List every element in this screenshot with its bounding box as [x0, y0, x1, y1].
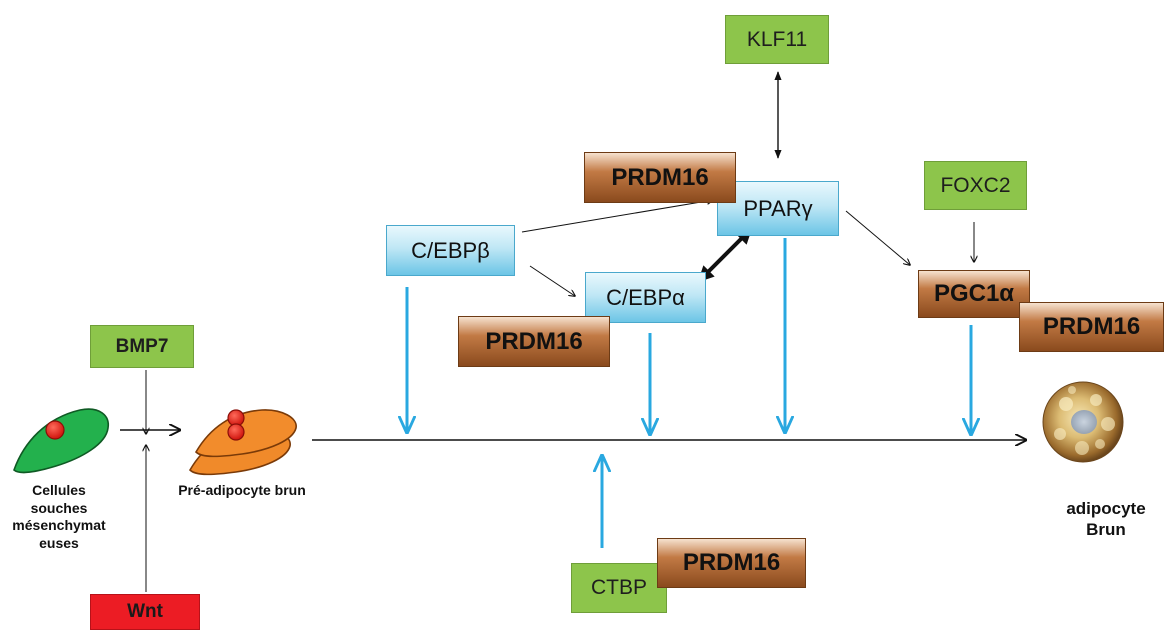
adipocyte-label: adipocyte Brun — [1066, 499, 1146, 540]
bmp7-box: BMP7 — [90, 325, 194, 368]
prdm16-label: PRDM16 — [1042, 313, 1141, 340]
cebpa-label: C/EBPα — [606, 284, 685, 310]
prdm16-box-ctbp: PRDM16 — [657, 538, 806, 588]
stem-cell-label: Cellules souches mésenchymat euses — [12, 482, 106, 551]
cebpa-pparg-arrow — [697, 227, 753, 283]
prdm16-label: PRDM16 — [485, 327, 583, 355]
cebpa-box: C/EBPα — [585, 272, 706, 323]
brown-adipocyte-icon — [1042, 381, 1124, 463]
prdm16-label: PRDM16 — [611, 163, 709, 191]
prdm16-label: PRDM16 — [682, 549, 781, 576]
prdm16-box-pgc1a: PRDM16 — [1019, 302, 1164, 352]
klf11-label: KLF11 — [746, 27, 808, 51]
prdm16-box-pparg: PRDM16 — [584, 152, 736, 203]
pgc1a-box: PGC1α — [918, 270, 1030, 318]
pparg-label: PPARγ — [743, 195, 813, 221]
cebpb-box: C/EBPβ — [386, 225, 515, 276]
preadipocyte-icon — [188, 409, 297, 476]
pparg-to-pgc1a-arrow — [845, 210, 910, 265]
klf11-box: KLF11 — [725, 15, 829, 64]
prdm16-box-cebpa: PRDM16 — [458, 316, 610, 367]
preadipocyte-label: Pré-adipocyte brun — [178, 482, 306, 498]
foxc2-label: FOXC2 — [940, 173, 1011, 197]
pgc1a-label: PGC1α — [933, 280, 1015, 307]
ctbp-box: CTBP — [571, 563, 667, 613]
wnt-label: Wnt — [127, 601, 163, 622]
cebpb-to-pparg-arrow — [521, 200, 713, 233]
cebpb-label: C/EBPβ — [411, 237, 490, 263]
foxc2-box: FOXC2 — [924, 161, 1027, 210]
bmp7-label: BMP7 — [115, 335, 169, 357]
cebpb-to-cebpa-arrow — [529, 265, 575, 296]
pparg-box: PPARγ — [717, 181, 839, 236]
ctbp-label: CTBP — [590, 576, 647, 599]
wnt-box: Wnt — [90, 594, 200, 630]
stem-cell-icon — [13, 408, 109, 474]
